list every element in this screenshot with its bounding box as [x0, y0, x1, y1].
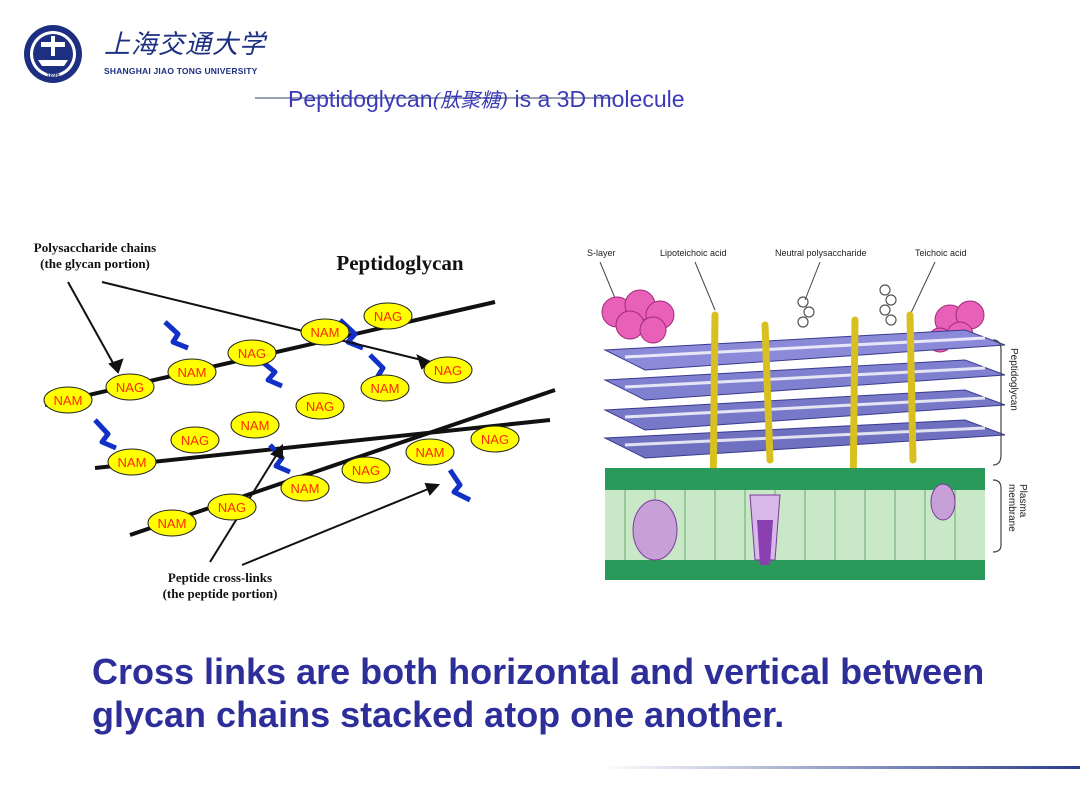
nag-sugar: NAG	[295, 392, 345, 420]
nam-sugar: NAM	[147, 509, 197, 537]
lipoteichoic-acid-label: Lipoteichoic acid	[660, 248, 727, 258]
nag-sugar: NAG	[423, 356, 473, 384]
peptide-crosslink	[93, 418, 117, 451]
plasma-membrane	[605, 468, 985, 580]
nam-sugar: NAM	[43, 386, 93, 414]
glycan-chain-2	[94, 418, 551, 470]
nam-sugar: NAM	[405, 438, 455, 466]
nag-sugar: NAG	[470, 425, 520, 453]
peptidoglycan-diagram: NAM NAG NAM NAG NAM NAG NAM NAG NAM NAG …	[34, 240, 556, 601]
svg-text:NAM: NAM	[291, 481, 320, 496]
glycan-label-line2: (the glycan portion)	[40, 256, 150, 271]
title-rest: is a 3D molecule	[508, 86, 685, 112]
title-chinese: (肽聚糖)	[432, 88, 509, 112]
cell-wall-illustration: S-layer Lipoteichoic acid Neutral polysa…	[587, 248, 1028, 580]
svg-text:NAM: NAM	[371, 381, 400, 396]
svg-text:NAM: NAM	[178, 365, 207, 380]
teichoic-acid-label: Teichoic acid	[915, 248, 967, 258]
slide-caption: Cross links are both horizontal and vert…	[92, 651, 985, 735]
svg-text:NAG: NAG	[352, 463, 380, 478]
nag-sugar: NAG	[227, 339, 277, 367]
svg-text:NAG: NAG	[181, 433, 209, 448]
peptide-crosslink	[258, 358, 283, 389]
nag-sugar: NAG	[170, 426, 220, 454]
nam-sugar: NAM	[280, 474, 330, 502]
s-layer-label: S-layer	[587, 248, 616, 258]
plasma-membrane-label-1: Plasma	[1017, 484, 1028, 518]
title-main: Peptidoglycan	[288, 86, 433, 112]
svg-text:NAG: NAG	[218, 500, 246, 515]
nam-sugar: NAM	[300, 318, 350, 346]
svg-text:NAG: NAG	[306, 399, 334, 414]
nam-sugar: NAM	[360, 374, 410, 402]
nag-sugar: NAG	[207, 493, 257, 521]
peptide-crosslink	[163, 320, 189, 351]
footer-rule	[600, 766, 1080, 769]
logo-year: 1896	[46, 73, 60, 79]
nam-sugar: NAM	[167, 358, 217, 386]
svg-text:NAG: NAG	[116, 380, 144, 395]
diagram-title: Peptidoglycan	[336, 251, 463, 275]
header-rule	[255, 97, 615, 99]
peptidoglycan-side-label: Peptidoglycan	[1008, 348, 1019, 411]
nam-sugar: NAM	[107, 448, 157, 476]
svg-text:NAM: NAM	[54, 393, 83, 408]
university-name-cn: 上海交通大学	[104, 30, 267, 60]
university-logo: 1896	[24, 25, 82, 83]
slide-title: Peptidoglycan(肽聚糖) is a 3D molecule	[288, 84, 685, 113]
peptide-label-line1: Peptide cross-links	[168, 570, 272, 585]
peptide-crosslink	[447, 468, 472, 503]
svg-text:NAM: NAM	[158, 516, 187, 531]
university-name-en: SHANGHAI JIAO TONG UNIVERSITY	[104, 66, 258, 76]
svg-text:NAG: NAG	[238, 346, 266, 361]
peptidoglycan-layers	[603, 329, 1006, 459]
svg-text:NAM: NAM	[311, 325, 340, 340]
svg-text:NAG: NAG	[434, 363, 462, 378]
nag-sugar: NAG	[105, 373, 155, 401]
nag-sugar: NAG	[341, 456, 391, 484]
nag-sugar: NAG	[363, 302, 413, 330]
svg-text:NAM: NAM	[416, 445, 445, 460]
glycan-label-line1: Polysaccharide chains	[34, 240, 156, 255]
nam-sugar: NAM	[230, 411, 280, 439]
glycan-chain-3	[129, 388, 556, 537]
plasma-membrane-label-2: membrane	[1006, 484, 1017, 532]
svg-text:NAG: NAG	[374, 309, 402, 324]
svg-text:NAG: NAG	[481, 432, 509, 447]
svg-text:NAM: NAM	[118, 455, 147, 470]
neutral-polysaccharide-label: Neutral polysaccharide	[775, 248, 867, 258]
peptide-label-line2: (the peptide portion)	[163, 586, 278, 601]
svg-text:NAM: NAM	[241, 418, 270, 433]
